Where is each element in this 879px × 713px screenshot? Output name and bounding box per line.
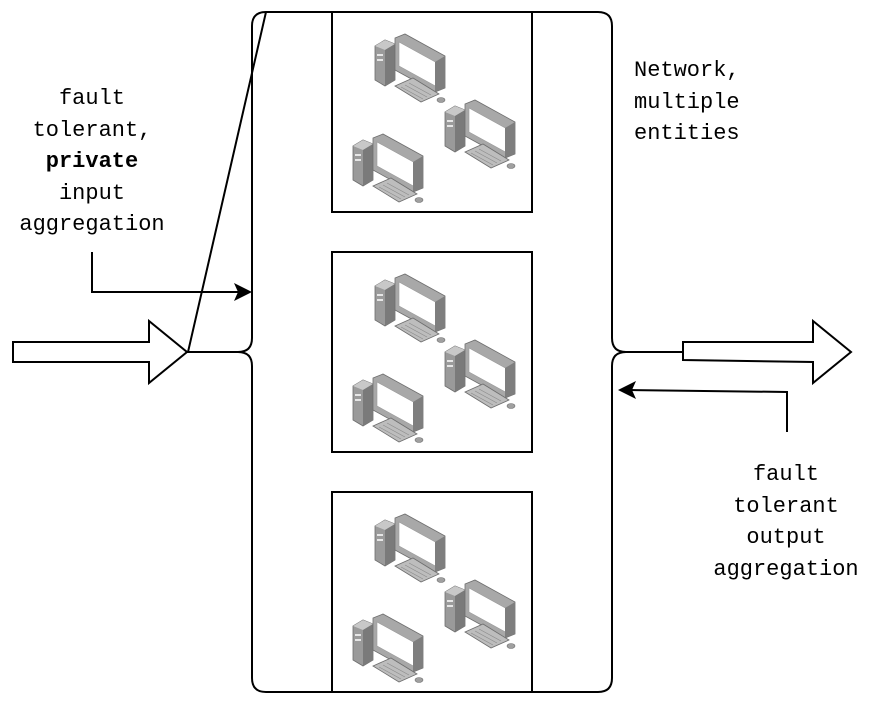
- network-label: Network, multiple entities: [634, 58, 740, 146]
- output-aggregation-connector: [629, 389, 788, 432]
- input-aggregation-label: fault tolerant, private input aggregatio…: [19, 86, 165, 237]
- arrowhead-icon: [618, 381, 636, 399]
- output-aggregation-label: fault tolerant output aggregation: [713, 462, 859, 582]
- input-aggregation-connector: [91, 252, 240, 293]
- output-block-arrow-icon: [682, 318, 853, 386]
- input-block-arrow-icon: [12, 318, 189, 386]
- arrowhead-icon: [234, 283, 252, 301]
